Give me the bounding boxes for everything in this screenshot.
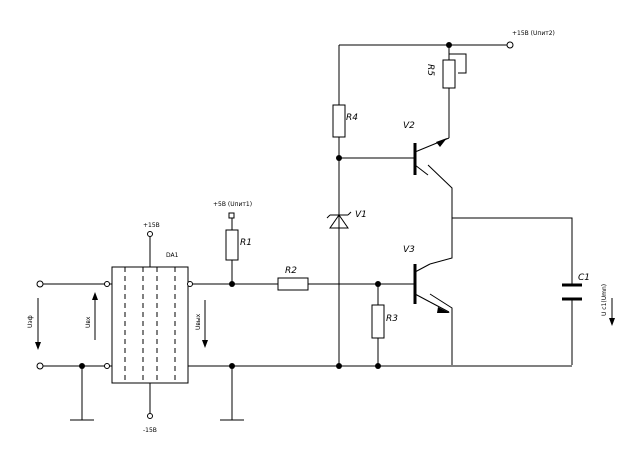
opamp-label: DA1 [166, 252, 179, 259]
transistor-v2 [413, 137, 450, 176]
zener-diode-v1 [326, 211, 352, 229]
r1-label: R1 [240, 238, 252, 248]
wires [40, 44, 573, 421]
transistor-v3 [413, 263, 450, 313]
r5-label: R5 [425, 64, 435, 76]
opamp-da1 [104, 266, 193, 384]
c1-label: C1 [578, 273, 590, 283]
opamp-neg-label: -15В [143, 427, 157, 434]
capacitor-c1 [562, 283, 582, 301]
r3-label: R3 [386, 314, 398, 324]
v2-label: V2 [403, 121, 415, 131]
u-in-label: Uвх [85, 316, 92, 328]
u-out-label: Uвых [195, 313, 202, 330]
opamp-pos-label: +15В [143, 222, 160, 229]
resistor-r2 [277, 277, 309, 291]
resistor-r4 [332, 104, 346, 138]
resistor-r1 [225, 229, 239, 261]
u-c1-label: U c1(Umn) [601, 284, 608, 316]
v1-label: V1 [355, 210, 367, 220]
resistor-r5 [442, 59, 456, 89]
voltage-arrows [35, 292, 615, 350]
v3-label: V3 [403, 245, 415, 255]
terminals [36, 41, 514, 419]
junction-dots [79, 42, 452, 369]
r2-label: R2 [285, 266, 297, 276]
resistor-r3 [371, 304, 385, 339]
supply-mid-label: +5В (Uпит1) [213, 201, 252, 208]
r4-label: R4 [346, 113, 358, 123]
u-ef-label: Uэф [27, 315, 34, 328]
supply-top-label: +15В (Uпит2) [512, 30, 555, 37]
